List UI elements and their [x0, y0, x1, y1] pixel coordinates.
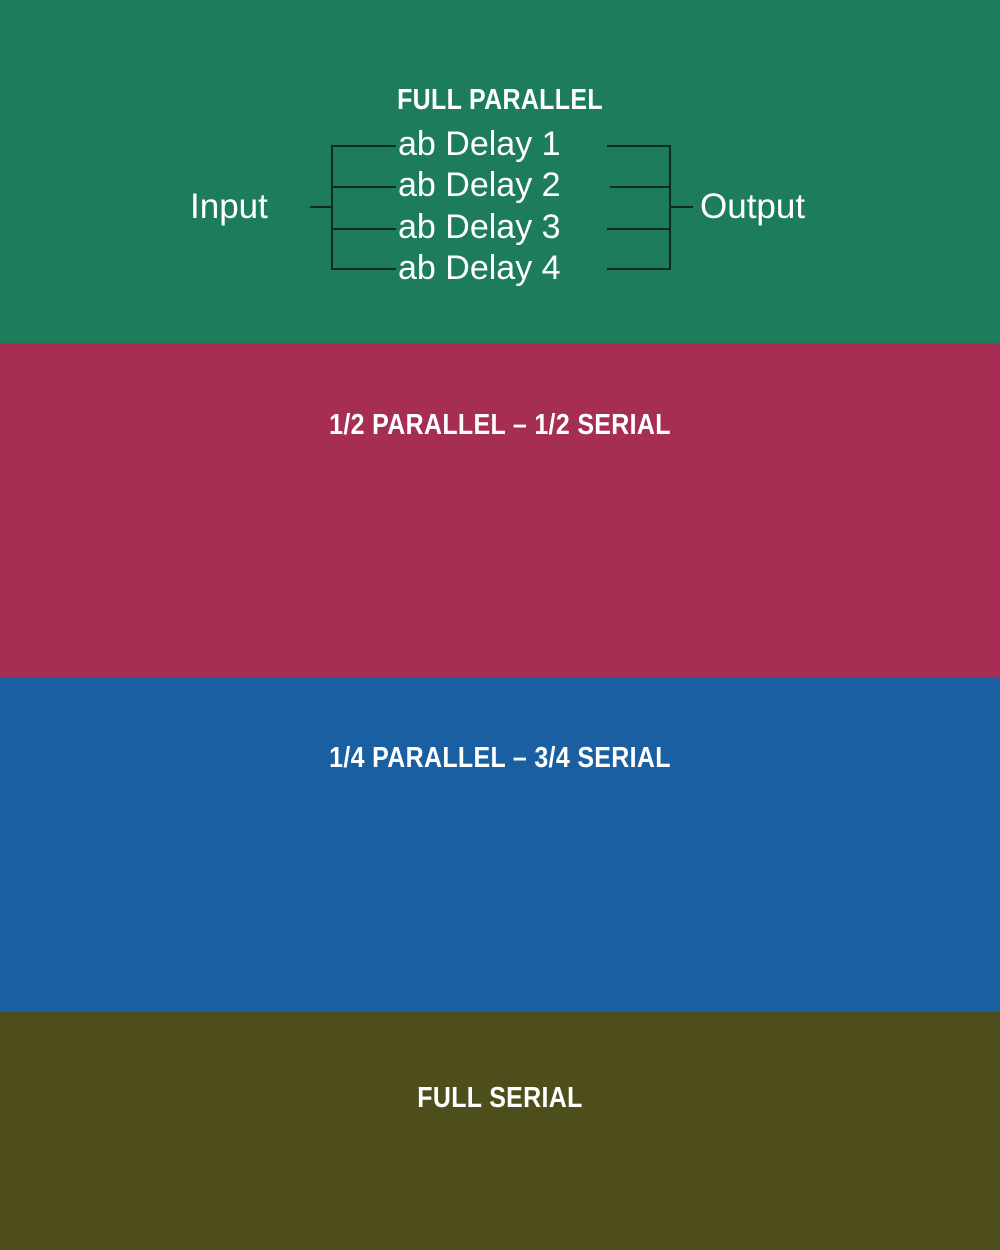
branch-wire-right: [610, 186, 670, 188]
branch-wire-right: [607, 228, 670, 230]
branch-wire-right: [607, 268, 670, 270]
delay-node: ab Delay 2: [398, 166, 561, 204]
delay-node: ab Delay 1: [398, 125, 561, 163]
branch-wire-right: [607, 145, 670, 147]
panel-full-serial: FULL SERIAL Input ab Dly 1 ab Dly 2 ab D…: [0, 1012, 1000, 1250]
panel-title: FULL SERIAL: [417, 1082, 583, 1115]
delay-node: ab Delay 3: [398, 208, 561, 246]
branch-wire-left: [331, 268, 396, 270]
branch-wire-left: [331, 186, 396, 188]
input-label: Input: [190, 187, 268, 226]
output-label: Output: [700, 187, 806, 226]
panel-half-parallel-half-serial: 1/2 PARALLEL – 1/2 SERIAL Input Output a…: [0, 343, 1000, 678]
panel-quarter-parallel-three-quarter-serial: 1/4 PARALLEL – 3/4 SERIAL Input Output a…: [0, 678, 1000, 1012]
panel-title: FULL PARALLEL: [397, 84, 603, 117]
panel-title: 1/2 PARALLEL – 1/2 SERIAL: [329, 409, 671, 442]
input-wire: [310, 206, 332, 208]
branch-wire-left: [331, 228, 396, 230]
output-wire: [669, 206, 693, 208]
delay-node: ab Delay 4: [398, 249, 561, 287]
branch-wire-left: [331, 145, 396, 147]
split-spine-left: [331, 145, 333, 270]
panel-full-parallel: FULL PARALLEL Input Output ab Delay 1 ab…: [0, 0, 1000, 343]
panel-title: 1/4 PARALLEL – 3/4 SERIAL: [329, 742, 671, 775]
